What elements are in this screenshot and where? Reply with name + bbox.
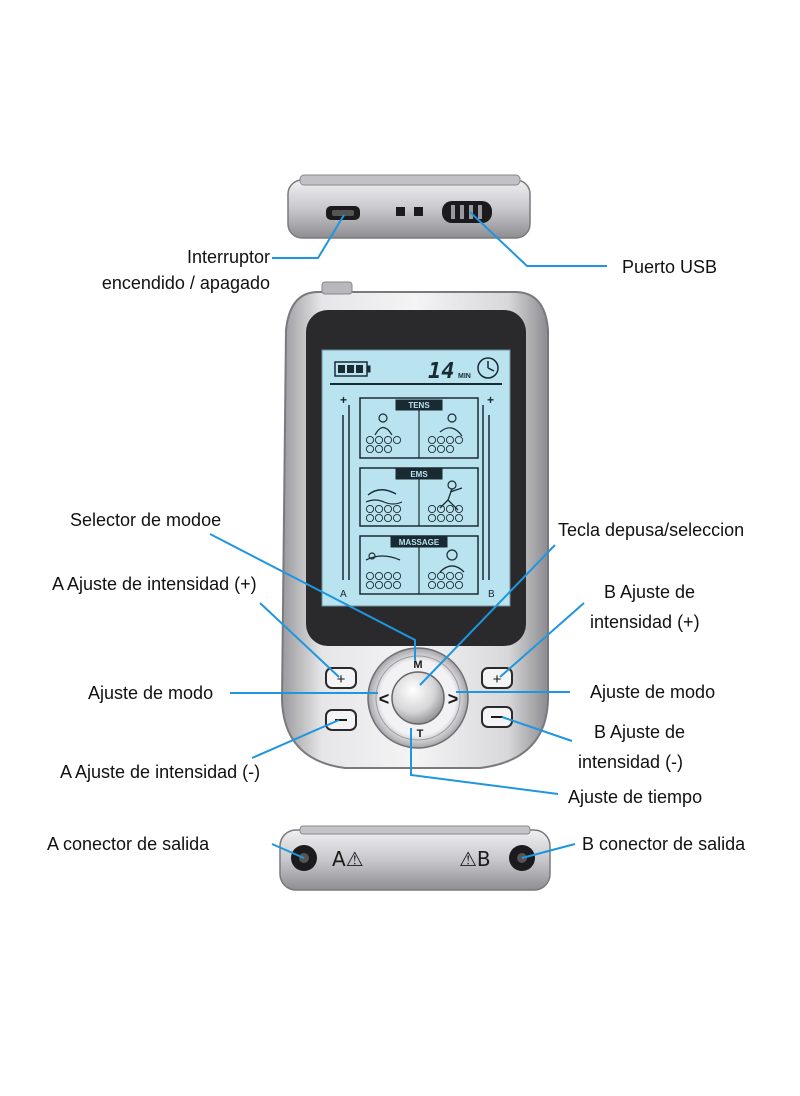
lcd-channel-b: B xyxy=(488,589,495,600)
label-time-adjust: Ajuste de tiempo xyxy=(568,787,703,807)
lcd-massage-label: MASSAGE xyxy=(399,538,440,547)
timer-clock-icon xyxy=(477,357,499,379)
lcd-tens-label: TENS xyxy=(408,401,430,410)
lcd-minutes: 14 xyxy=(428,359,455,384)
label-b-intensity-down-line2: intensidad (-) xyxy=(578,752,684,772)
label-b-intensity-up-line1: B Ajuste de xyxy=(604,582,696,602)
bottom-view xyxy=(279,825,551,891)
label-usb-port: Puerto USB xyxy=(622,257,718,277)
label-b-intensity-down: B Ajuste de intensidad (-) xyxy=(578,719,685,775)
lcd-content xyxy=(330,357,502,595)
label-pause-key: Tecla depusa/seleccion xyxy=(558,520,745,540)
top-view xyxy=(287,174,531,239)
key-m[interactable]: M xyxy=(413,659,422,671)
bottom-a-mark: A⚠ xyxy=(332,847,364,871)
mode-number-grid xyxy=(365,435,464,590)
label-power-switch: Interruptor encendido / apagado xyxy=(60,244,270,296)
label-a-intensity-up: A Ajuste de intensidad (+) xyxy=(52,574,257,594)
lcd-plus-a: + xyxy=(340,393,347,407)
pause-select-key[interactable] xyxy=(391,671,445,725)
lcd-min-unit: MIN xyxy=(458,373,471,380)
dpad[interactable] xyxy=(367,647,469,749)
lcd-ems-label: EMS xyxy=(410,470,428,479)
label-b-output: B conector de salida xyxy=(582,834,746,854)
label-b-intensity-down-line1: B Ajuste de xyxy=(594,722,686,742)
a-plus-button[interactable]: + xyxy=(325,667,357,689)
b-plus-label: + xyxy=(493,671,502,688)
lcd-plus-b: + xyxy=(487,393,494,407)
label-b-intensity-up-line2: intensidad (+) xyxy=(590,612,700,632)
a-minus-button[interactable] xyxy=(325,709,357,731)
leader-lines xyxy=(209,211,607,859)
label-a-output: A conector de salida xyxy=(47,834,210,854)
label-mode-adjust-left: Ajuste de modo xyxy=(88,683,214,703)
label-power-switch-line2: encendido / apagado xyxy=(101,273,270,293)
key-t[interactable]: T xyxy=(417,728,424,740)
lcd-channel-a: A xyxy=(340,589,347,600)
label-mode-adjust-right: Ajuste de modo xyxy=(590,682,716,702)
usb-port-icon[interactable] xyxy=(442,201,492,223)
label-power-switch-line1: Interruptor xyxy=(186,247,270,267)
label-b-intensity-up: B Ajuste de intensidad (+) xyxy=(590,579,700,635)
b-minus-button[interactable] xyxy=(481,706,513,728)
key-right[interactable]: > xyxy=(448,689,459,709)
a-plus-label: + xyxy=(337,671,346,688)
bottom-b-mark: ⚠B xyxy=(459,847,491,871)
label-mode-selector: Selector de modoe xyxy=(70,510,222,530)
label-a-intensity-down: A Ajuste de intensidad (-) xyxy=(60,762,261,782)
key-left[interactable]: < xyxy=(379,689,390,709)
battery-icon xyxy=(334,361,371,377)
